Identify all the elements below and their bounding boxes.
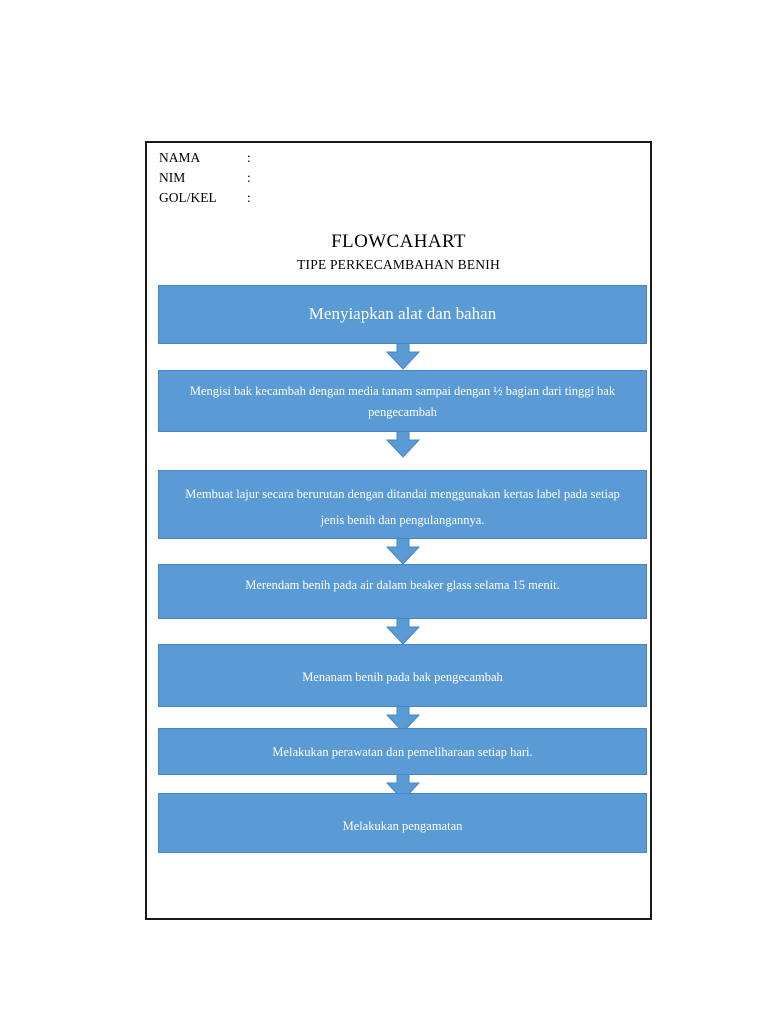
flow-step-2-label: Mengisi bak kecambah dengan media tanam …	[189, 384, 616, 419]
flow-step-6-label: Melakukan perawatan dan pemeliharaan set…	[272, 745, 533, 759]
flow-step-6: Melakukan perawatan dan pemeliharaan set…	[158, 728, 647, 775]
flow-step-3-label: Membuat lajur secara berurutan dengan di…	[185, 487, 620, 527]
flow-step-7: Melakukan pengamatan	[158, 793, 647, 853]
flow-step-3: Membuat lajur secara berurutan dengan di…	[158, 470, 647, 539]
page-title: FLOWCAHART	[331, 231, 466, 252]
identity-label-gol-kel: GOL/KEL	[159, 190, 217, 205]
flow-step-2: Mengisi bak kecambah dengan media tanam …	[158, 370, 647, 432]
identity-separator-gol-kel: :	[247, 190, 251, 205]
identity-separator-nim: :	[247, 170, 251, 185]
identity-label-nim: NIM	[159, 170, 186, 185]
identity-label-nama: NAMA	[159, 150, 201, 165]
flow-step-1-label: Menyiapkan alat dan bahan	[308, 304, 497, 323]
identity-separator-nama: :	[247, 150, 251, 165]
flow-step-5-label: Menanam benih pada bak pengecambah	[302, 670, 503, 684]
flow-step-5: Menanam benih pada bak pengecambah	[158, 644, 647, 707]
identity-row-gol-kel: GOL/KEL :	[159, 188, 459, 208]
flow-step-4: Merendam benih pada air dalam beaker gla…	[158, 564, 647, 619]
page-subtitle: TIPE PERKECAMBAHAN BENIH	[297, 257, 500, 272]
flow-step-1: Menyiapkan alat dan bahan	[158, 285, 647, 344]
document-page-frame: NAMA : NIM : GOL/KEL : FLOWCAHART TIPE P…	[145, 141, 652, 920]
flow-step-4-label: Merendam benih pada air dalam beaker gla…	[245, 578, 560, 592]
identity-header-block: NAMA : NIM : GOL/KEL :	[159, 148, 459, 208]
identity-row-nama: NAMA :	[159, 148, 459, 168]
identity-row-nim: NIM :	[159, 168, 459, 188]
flowchart-container: Menyiapkan alat dan bahan Mengisi bak ke…	[158, 143, 647, 922]
flow-step-7-label: Melakukan pengamatan	[342, 819, 463, 833]
